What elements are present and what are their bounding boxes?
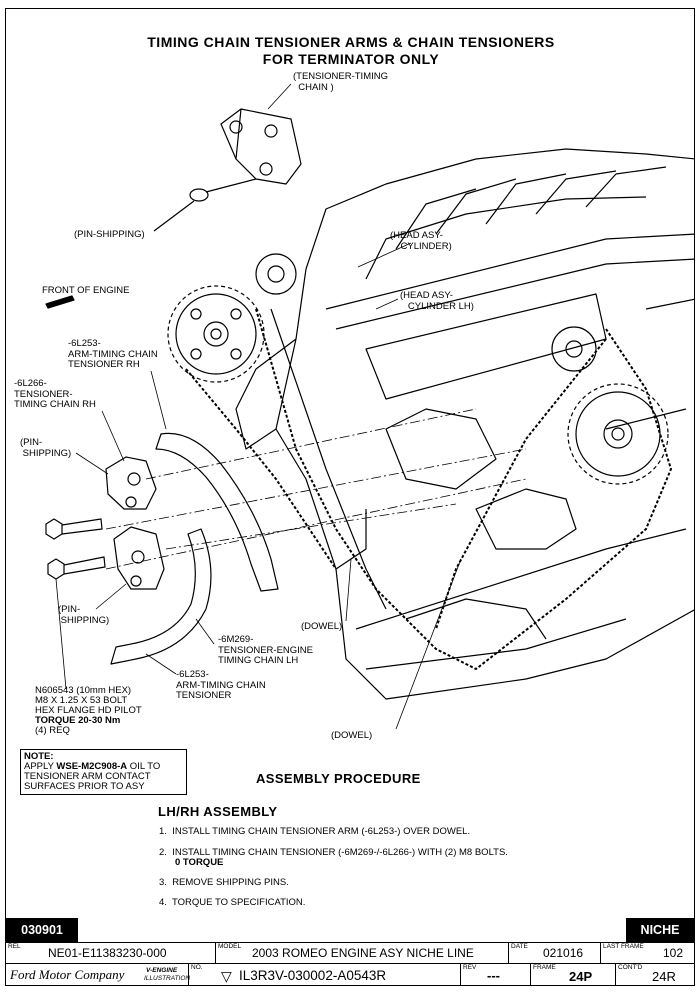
procedure-step-4: 4. TORQUE TO SPECIFICATION. [159, 897, 306, 908]
note-line3: SURFACES PRIOR TO ASY [24, 781, 145, 792]
left-code-box: 030901 [6, 918, 78, 942]
label-tensioner-engine-lh: -6M269- TENSIONER-ENGINE TIMING CHAIN LH [218, 634, 314, 666]
last-frame-label: LAST FRAME [603, 943, 644, 950]
bolt-spec-line1: N606543 (10mm HEX) [35, 685, 132, 696]
bolt-lower [47, 556, 106, 580]
tensioner-lh-part [113, 526, 165, 590]
label-dowel-upper: (DOWEL) [301, 621, 343, 632]
company-name: Ford Motor Company [10, 967, 125, 982]
model-value: 2003 ROMEO ENGINE ASY NICHE LINE [252, 946, 474, 960]
pin-shipping-top-part [153, 178, 257, 232]
rev-label: REV [463, 964, 477, 971]
label-pin-shipping-top: (PIN-SHIPPING) [74, 229, 145, 240]
cam-sprocket-left [167, 285, 265, 383]
tensioner-rh-part [105, 456, 157, 510]
note-box: NOTE: APPLY WSE-M2C908-A OIL TO TENSIONE… [20, 749, 187, 795]
cam-sprocket-right [551, 326, 669, 485]
contd-value: 24R [652, 969, 676, 984]
number-label: NO. [191, 964, 203, 971]
bolt-spec-line2: M8 X 1.25 X 53 BOLT [35, 695, 128, 706]
right-code-box: NICHE [626, 918, 694, 942]
note-line1: APPLY WSE-M2C908-A OIL TO [24, 762, 183, 772]
last-frame-cell: LAST FRAME 102 [601, 942, 694, 963]
rel-label: REL [8, 943, 21, 950]
label-front-of-engine: FRONT OF ENGINE [42, 285, 130, 296]
procedure-step-2: 2. INSTALL TIMING CHAIN TENSIONER (-6M26… [159, 847, 508, 858]
frame-label: FRAME [533, 964, 556, 971]
front-arrow-icon [45, 295, 75, 309]
diagram-title-line2: FOR TERMINATOR ONLY [262, 51, 440, 67]
procedure-title: ASSEMBLY PROCEDURE [256, 771, 421, 786]
arm-lh-part [110, 528, 212, 665]
label-dowel-lower: (DOWEL) [331, 730, 373, 741]
label-pin-shipping-low: (PIN- SHIPPING) [58, 604, 110, 626]
note-line2: TENSIONER ARM CONTACT [24, 771, 151, 782]
note-text-pre: APPLY [24, 761, 57, 772]
drawing-sheet: TIMING CHAIN TENSIONER ARMS & CHAIN TENS… [5, 8, 695, 986]
note-oil-spec: WSE-M2C908-A [56, 761, 128, 772]
label-tensioner-timing-chain: (TENSIONER-TIMING CHAIN ) [293, 71, 388, 93]
date-label: DATE [511, 943, 528, 950]
contd-cell: CONT'D 24R [616, 963, 694, 985]
rev-cell: REV --- [461, 963, 531, 985]
contd-label: CONT'D [618, 964, 643, 971]
label-tensioner-rh: -6L266- TENSIONER- TIMING CHAIN RH [14, 378, 96, 410]
number-value: IL3R3V-030002-A0543R [239, 968, 387, 983]
illustration-line1: V-ENGINE [146, 967, 178, 974]
revision-triangle-icon: ▽ [221, 968, 232, 984]
label-arm-rh: -6L253- ARM-TIMING CHAIN TENSIONER RH [68, 338, 158, 370]
model-label: MODEL [218, 943, 242, 950]
note-heading: NOTE: [24, 751, 54, 762]
label-head-asy-cylinder-lh: (HEAD ASY- CYLINDER LH) [400, 290, 474, 312]
procedure-step-1: 1. INSTALL TIMING CHAIN TENSIONER ARM (-… [159, 826, 471, 837]
frame-value: 24P [569, 969, 593, 984]
engine-line-drawing [45, 83, 694, 730]
chain-guide [270, 308, 387, 610]
timing-chain [185, 308, 672, 670]
procedure-subtitle: LH/RH ASSEMBLY [158, 804, 278, 819]
rel-cell: REL NE01-E11383230-000 [6, 942, 216, 963]
label-head-asy-cylinder: (HEAD ASY- CYLINDER) [390, 230, 452, 252]
bolt-upper [45, 518, 103, 540]
title-block-row2 [6, 963, 694, 964]
company-cell: Ford Motor Company V-ENGINE ILLUSTRATION [6, 963, 191, 985]
label-pin-shipping-mid: (PIN- SHIPPING) [20, 437, 72, 459]
bolt-torque: TORQUE 20-30 Nm [35, 715, 121, 726]
rel-value: NE01-E11383230-000 [48, 946, 167, 960]
note-text-post: OIL TO [127, 761, 161, 772]
date-cell: DATE 021016 [509, 942, 601, 963]
model-cell: MODEL 2003 ROMEO ENGINE ASY NICHE LINE [216, 942, 509, 963]
rev-value: --- [487, 968, 500, 983]
bolt-req: (4) REQ [35, 725, 70, 736]
frame-cell: FRAME 24P [531, 963, 616, 985]
procedure-step-3: 3. REMOVE SHIPPING PINS. [159, 877, 289, 888]
bolt-spec-line3: HEX FLANGE HD PILOT [35, 705, 142, 716]
date-value: 021016 [543, 946, 584, 960]
tensioner-timing-chain-part [220, 108, 302, 185]
number-cell: NO. ▽ IL3R3V-030002-A0543R [189, 963, 461, 985]
last-frame-value: 102 [663, 946, 684, 960]
cam-phaser-top [255, 253, 297, 295]
procedure-step-2-torque: 0 TORQUE [175, 857, 224, 868]
title-block-row1 [6, 942, 694, 943]
arm-rh-part [155, 432, 279, 592]
label-arm-tensioner: -6L253- ARM-TIMING CHAIN TENSIONER [176, 669, 266, 701]
illustration-line2: ILLUSTRATION [144, 975, 191, 982]
engine-block [235, 148, 694, 700]
diagram-title-line1: TIMING CHAIN TENSIONER ARMS & CHAIN TENS… [147, 34, 555, 50]
